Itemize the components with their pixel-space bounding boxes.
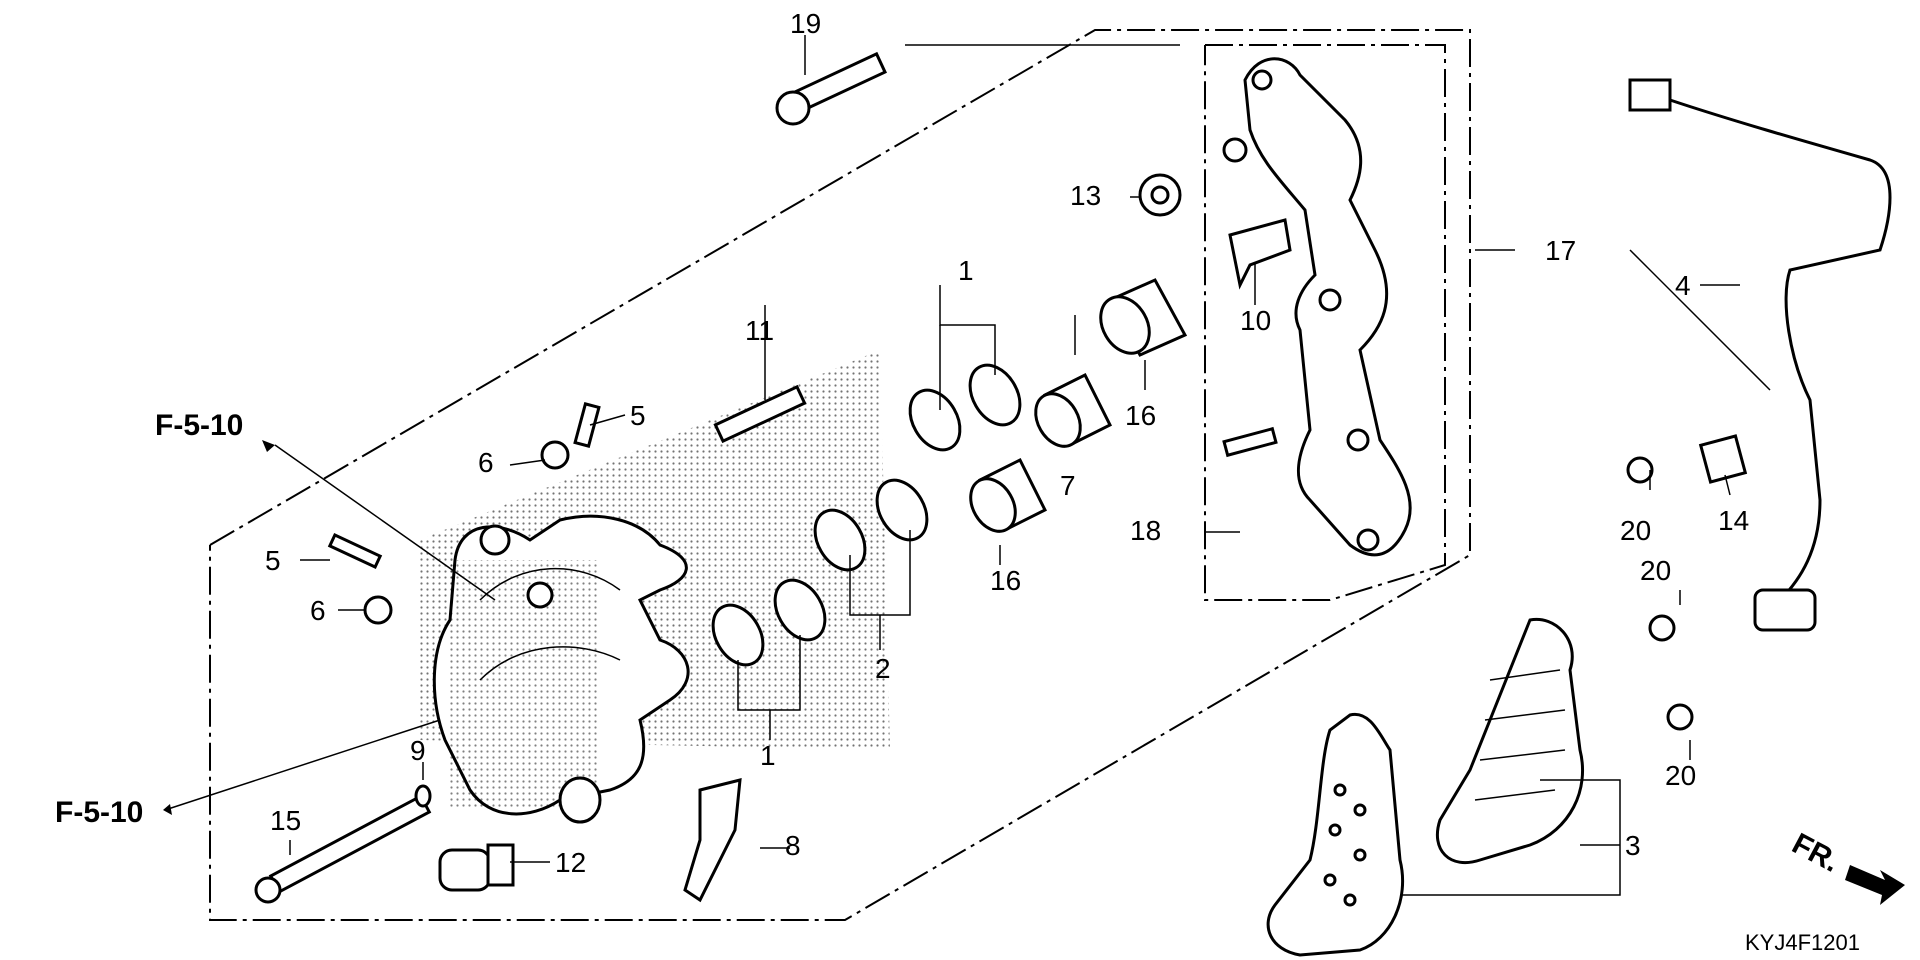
callout-20c: 20 xyxy=(1665,760,1696,791)
bleed-screw-5b xyxy=(327,533,383,569)
callout-5a: 5 xyxy=(630,400,646,431)
bracket-boundary xyxy=(1204,44,1446,601)
pin-11 xyxy=(713,384,807,444)
arrowhead-lower xyxy=(163,804,172,815)
callout-10: 10 xyxy=(1240,305,1271,336)
callout-12: 12 xyxy=(555,847,586,878)
callout-9: 9 xyxy=(410,735,426,766)
front-label: FR. xyxy=(1787,827,1845,879)
piston-seals xyxy=(711,363,1022,667)
brake-pads xyxy=(1266,617,1585,957)
caliper-bracket xyxy=(1222,57,1412,557)
callout-4: 4 xyxy=(1675,270,1691,301)
callout-1a: 1 xyxy=(958,255,974,286)
callout-6b: 6 xyxy=(310,595,326,626)
arrowhead-upper xyxy=(262,440,275,452)
callout-8: 8 xyxy=(785,830,801,861)
leader-lines xyxy=(164,35,1771,896)
caliper-body xyxy=(432,514,690,824)
callout-15: 15 xyxy=(270,805,301,836)
clip-10 xyxy=(1228,218,1292,290)
front-arrow-icon xyxy=(1845,865,1905,905)
callout-19: 19 xyxy=(790,8,821,39)
diagram-code: KYJ4F1201 xyxy=(1745,930,1860,955)
bolts-20 xyxy=(1626,456,1694,731)
callout-2: 2 xyxy=(875,653,891,684)
callout-11: 11 xyxy=(745,315,774,346)
spring-8 xyxy=(683,778,742,903)
pistons xyxy=(969,278,1188,533)
callout-17: 17 xyxy=(1545,235,1576,266)
cap-6b xyxy=(363,595,393,625)
callout-16a: 16 xyxy=(1125,400,1156,431)
front-direction-indicator: FR. xyxy=(1787,827,1905,905)
assembly-boundary xyxy=(209,29,1471,921)
cap-6a xyxy=(540,440,570,470)
washer-9 xyxy=(414,784,432,808)
bleed-screw-5a xyxy=(573,402,601,448)
reference-label-upper: F-5-10 xyxy=(155,409,243,442)
callout-20a: 20 xyxy=(1620,515,1651,546)
bolt-19 xyxy=(775,51,888,126)
callout-7: 7 xyxy=(1060,470,1076,501)
callout-18: 18 xyxy=(1130,515,1161,546)
callout-5b: 5 xyxy=(265,545,281,576)
grommet-13 xyxy=(1138,173,1182,217)
wheel-speed-sensor xyxy=(1628,78,1892,632)
callout-13: 13 xyxy=(1070,180,1101,211)
callout-14: 14 xyxy=(1718,505,1749,536)
clamp-14 xyxy=(1698,434,1748,484)
callout-3: 3 xyxy=(1625,830,1641,861)
pin-15 xyxy=(254,794,432,904)
callout-16b: 16 xyxy=(990,565,1021,596)
callout-1b: 1 xyxy=(760,740,776,771)
plug-12 xyxy=(438,843,515,892)
callout-6a: 6 xyxy=(478,447,494,478)
callout-20b: 20 xyxy=(1640,555,1671,586)
reference-label-lower: F-5-10 xyxy=(55,796,143,829)
